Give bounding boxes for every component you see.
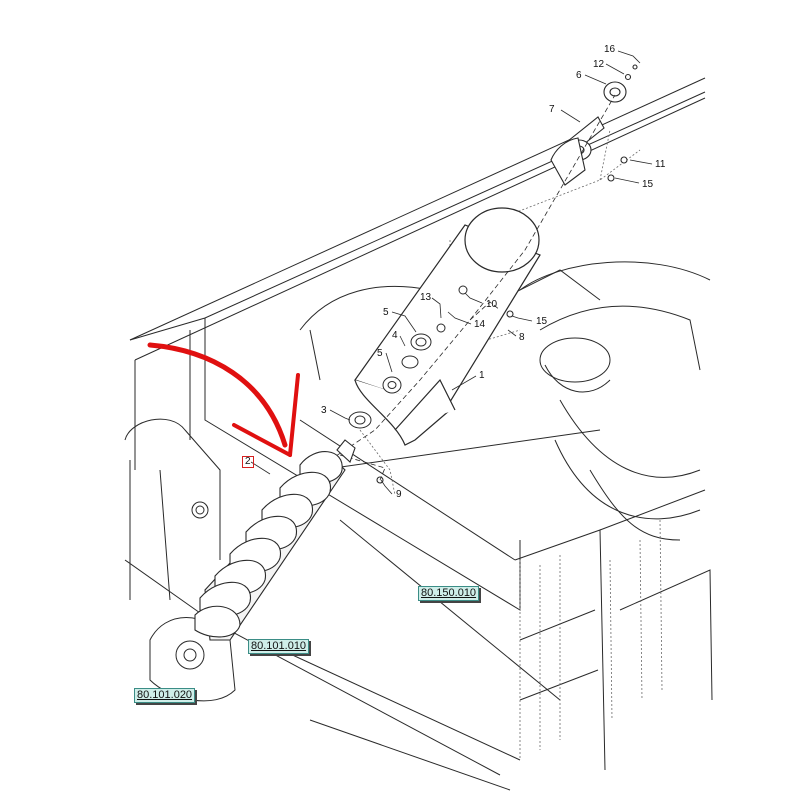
ref-tag-80-101-020[interactable]: 80.101.020 (134, 688, 198, 705)
ref-tag-80-101-010[interactable]: 80.101.010 (248, 639, 312, 656)
callout-9: 9 (396, 489, 402, 500)
ref-tag-80-150-010[interactable]: 80.150.010 (418, 586, 482, 603)
auger (194, 439, 356, 641)
chain-case-arm (354, 207, 541, 446)
callout-5-upper: 5 (383, 307, 389, 318)
callout-4: 4 (392, 330, 398, 341)
arm-bushings (348, 285, 468, 429)
callout-15-top: 15 (642, 179, 654, 190)
callout-7: 7 (549, 104, 555, 115)
callout-10: 10 (486, 299, 498, 310)
callout-14: 14 (474, 319, 486, 330)
machine-frame (124, 77, 713, 791)
callout-16: 16 (604, 44, 616, 55)
callout-13: 13 (420, 292, 432, 303)
top-bracket-parts (376, 64, 638, 484)
callout-8: 8 (519, 332, 525, 343)
callout-numbers: 16 12 6 7 11 15 13 10 5 14 15 8 4 5 1 3 … (321, 44, 666, 500)
callout-3: 3 (321, 405, 327, 416)
callout-6: 6 (576, 70, 582, 81)
callout-15-right: 15 (536, 316, 548, 327)
callout-11: 11 (655, 159, 666, 170)
callout-12: 12 (593, 59, 605, 70)
red-pointer-arrow (147, 342, 300, 457)
shaft-centerline (329, 94, 616, 481)
callout-5-lower: 5 (377, 348, 383, 359)
item-number-box: 2 (242, 456, 254, 468)
callout-1: 1 (479, 370, 485, 381)
leader-lines (250, 50, 653, 495)
